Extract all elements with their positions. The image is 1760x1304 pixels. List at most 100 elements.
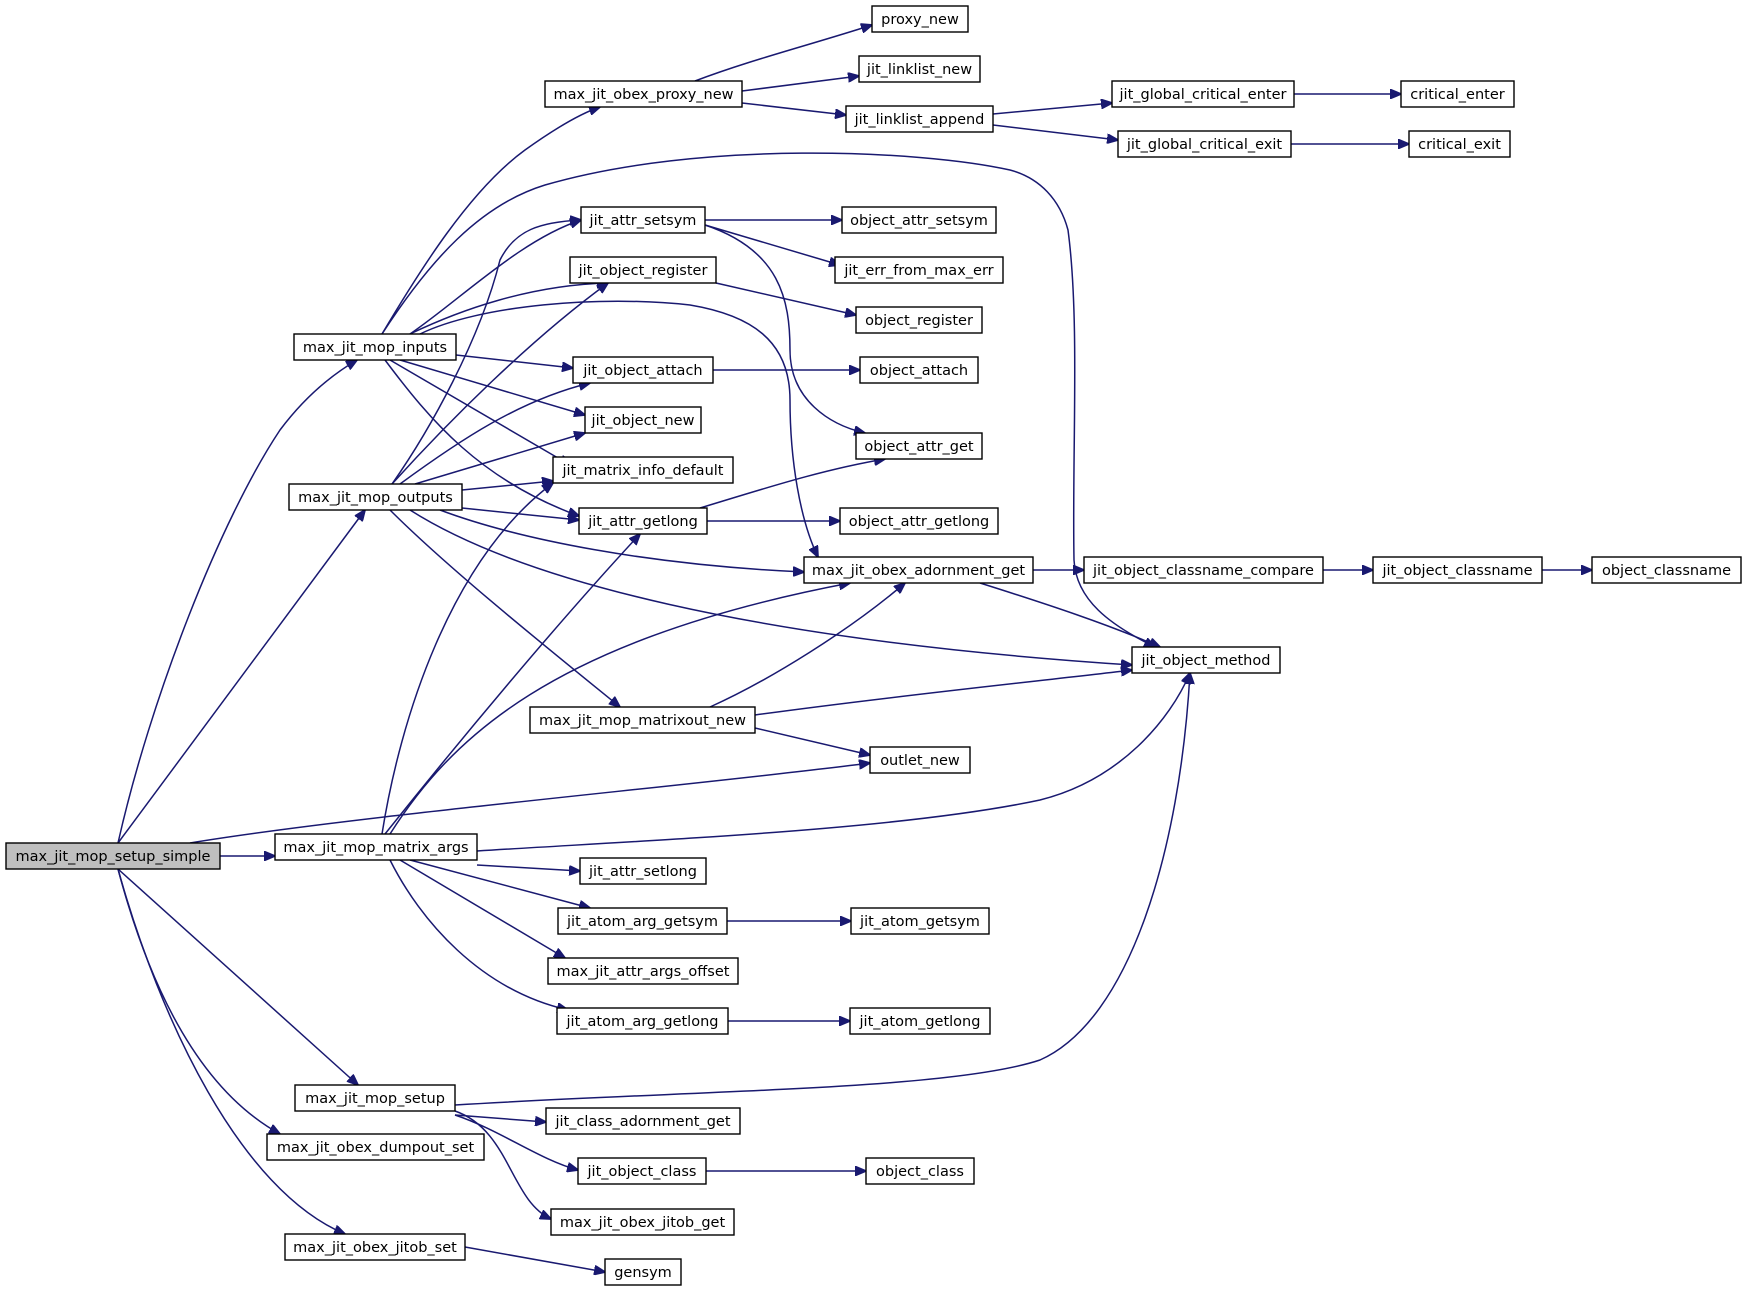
node-linklist-append[interactable]: jit_linklist_append	[845, 105, 994, 133]
node-label: max_jit_mop_outputs	[298, 490, 453, 506]
node-box	[579, 857, 707, 885]
node-dumpout-set[interactable]: max_jit_obex_dumpout_set	[266, 1133, 485, 1161]
node-gensym[interactable]: gensym	[604, 1258, 682, 1286]
edge-object-register-to-object-register-max	[715, 282, 856, 315]
node-object-method[interactable]: jit_object_method	[1131, 646, 1281, 674]
node-object-register-max[interactable]: object_register	[855, 306, 983, 334]
node-linklist-new[interactable]: jit_linklist_new	[858, 55, 981, 83]
node-object-classname-max[interactable]: object_classname	[1591, 556, 1742, 584]
node-label: object_attr_setsym	[850, 213, 988, 229]
node-object-attr-get[interactable]: object_attr_get	[855, 432, 983, 460]
node-label: max_jit_mop_setup	[305, 1091, 445, 1107]
node-object-new[interactable]: jit_object_new	[584, 406, 702, 434]
node-label: jit_object_register	[578, 263, 708, 279]
node-critical-exit[interactable]: critical_exit	[1408, 130, 1511, 158]
node-atom-getlong[interactable]: jit_atom_getlong	[849, 1007, 991, 1035]
node-object-attach[interactable]: jit_object_attach	[572, 356, 714, 384]
node-err-from-max-err[interactable]: jit_err_from_max_err	[834, 256, 1004, 284]
node-mop-outputs[interactable]: max_jit_mop_outputs	[288, 483, 463, 511]
node-proxy-new-max[interactable]: max_jit_obex_proxy_new	[544, 80, 743, 108]
node-box	[855, 432, 983, 460]
node-label: jit_object_new	[591, 413, 695, 429]
node-label: object_register	[865, 313, 973, 329]
node-box	[1131, 646, 1281, 674]
node-matrix-info-default[interactable]: jit_matrix_info_default	[552, 456, 734, 484]
node-box	[841, 206, 997, 234]
edge-setup-simple-to-dumpout-set	[117, 868, 280, 1134]
node-classname-compare[interactable]: jit_object_classname_compare	[1083, 556, 1324, 584]
node-label: critical_exit	[1418, 137, 1501, 153]
edge-matrix-args-to-object-method	[476, 673, 1190, 852]
node-global-critical-exit[interactable]: jit_global_critical_exit	[1117, 130, 1292, 158]
edge-mop-inputs-to-object-method	[381, 152, 1155, 647]
node-attr-args-offset[interactable]: max_jit_attr_args_offset	[547, 957, 739, 985]
node-box	[1372, 556, 1543, 584]
node-jitob-set[interactable]: max_jit_obex_jitob_set	[284, 1233, 466, 1261]
node-critical-enter[interactable]: critical_enter	[1400, 80, 1515, 108]
node-label: max_jit_obex_jitob_get	[560, 1215, 726, 1231]
node-attr-setsym[interactable]: jit_attr_setsym	[580, 206, 706, 234]
node-attr-setlong[interactable]: jit_attr_setlong	[579, 857, 707, 885]
edge-mop-setup-to-jitob-get	[454, 1110, 551, 1219]
edge-matrixout-new-to-adornment-get	[709, 583, 905, 708]
node-jitob-get[interactable]: max_jit_obex_jitob_get	[550, 1208, 735, 1236]
edge-attr-setsym-to-err-from-max-err	[704, 224, 840, 265]
edge-setup-simple-to-mop-outputs	[117, 510, 365, 844]
edge-mop-outputs-to-matrixout-new	[389, 509, 620, 707]
node-label: max_jit_mop_matrixout_new	[539, 713, 746, 729]
edge-attr-setsym-to-object-attr-get	[704, 224, 865, 433]
node-box	[580, 206, 706, 234]
node-box	[293, 333, 457, 361]
edge-matrix-args-to-attr-args-offset	[399, 859, 565, 958]
edge-setup-simple-to-mop-setup	[117, 868, 358, 1085]
node-adornment-get[interactable]: max_jit_obex_adornment_get	[803, 556, 1034, 584]
node-box	[865, 1157, 975, 1185]
node-box	[266, 1133, 485, 1161]
edge-mop-setup-to-class-adornment-get	[454, 1114, 546, 1122]
edge-mop-inputs-to-object-register	[409, 283, 608, 335]
edge-mop-inputs-to-object-attach	[455, 354, 573, 368]
node-label: max_jit_obex_jitob_set	[293, 1240, 457, 1256]
node-object-attr-getlong[interactable]: object_attr_getlong	[839, 507, 999, 535]
node-setup-simple[interactable]: max_jit_mop_setup_simple	[5, 842, 221, 870]
node-attr-getlong[interactable]: jit_attr_getlong	[578, 507, 708, 535]
node-atom-getsym[interactable]: jit_atom_getsym	[850, 907, 990, 935]
node-class-adornment-get[interactable]: jit_class_adornment_get	[545, 1107, 741, 1135]
node-label: max_jit_mop_inputs	[303, 340, 447, 356]
node-global-critical-enter[interactable]: jit_global_critical_enter	[1111, 80, 1295, 108]
edge-mop-outputs-to-attr-getlong	[461, 507, 579, 520]
node-object-attach-max[interactable]: object_attach	[859, 356, 979, 384]
node-object-attr-setsym[interactable]: object_attr_setsym	[841, 206, 997, 234]
node-mop-setup[interactable]: max_jit_mop_setup	[294, 1084, 456, 1112]
edge-layer	[117, 25, 1592, 1272]
node-box	[849, 1007, 991, 1035]
edge-mop-inputs-to-attr-getlong	[384, 359, 579, 516]
edge-matrixout-new-to-outlet-new	[754, 727, 870, 755]
node-object-class-max[interactable]: object_class	[865, 1157, 975, 1185]
node-label: gensym	[614, 1265, 672, 1281]
node-object-register[interactable]: jit_object_register	[569, 256, 717, 284]
node-box	[803, 556, 1034, 584]
node-object-class-jit[interactable]: jit_object_class	[577, 1157, 707, 1185]
node-label: jit_attr_setlong	[588, 864, 697, 880]
node-box	[604, 1258, 682, 1286]
node-mop-inputs[interactable]: max_jit_mop_inputs	[293, 333, 457, 361]
node-box	[288, 483, 463, 511]
node-box	[284, 1233, 466, 1261]
node-label: jit_attr_getlong	[587, 514, 698, 530]
node-outlet-new[interactable]: outlet_new	[869, 746, 971, 774]
edge-attr-getlong-to-object-attr-get	[699, 459, 885, 509]
node-matrixout-new[interactable]: max_jit_mop_matrixout_new	[529, 706, 756, 734]
node-label: object_attr_getlong	[849, 514, 990, 530]
edge-mop-setup-to-object-method	[454, 673, 1190, 1106]
node-label: max_jit_obex_proxy_new	[553, 87, 733, 103]
node-atom-arg-getlong[interactable]: jit_atom_arg_getlong	[556, 1007, 729, 1035]
node-label: critical_enter	[1410, 87, 1505, 103]
node-label: jit_object_class	[587, 1164, 697, 1180]
node-object-classname-jit[interactable]: jit_object_classname	[1372, 556, 1543, 584]
node-box	[547, 957, 739, 985]
node-box	[572, 356, 714, 384]
node-matrix-args[interactable]: max_jit_mop_matrix_args	[274, 833, 478, 861]
node-proxy-new[interactable]: proxy_new	[871, 5, 969, 33]
node-atom-arg-getsym[interactable]: jit_atom_arg_getsym	[557, 907, 728, 935]
